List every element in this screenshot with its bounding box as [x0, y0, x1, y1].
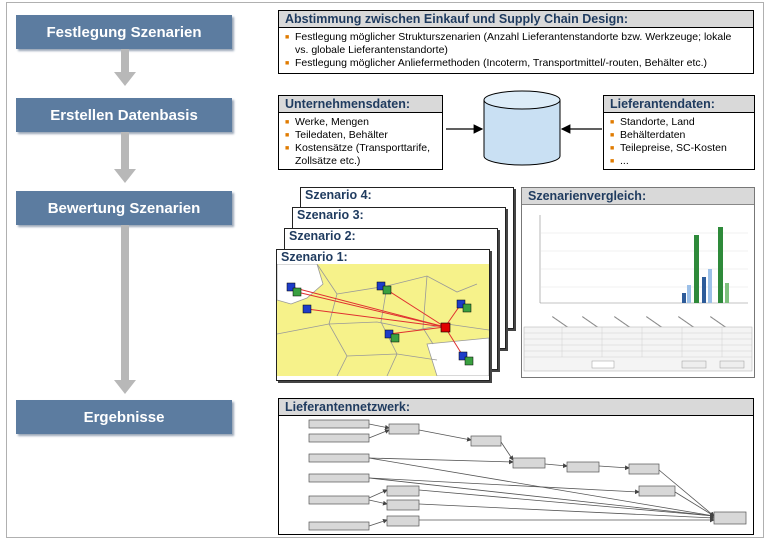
process-connector — [121, 49, 129, 73]
lieferantendaten-bullet: ... — [610, 155, 748, 168]
unternehmensdaten-box: Unternehmensdaten: Werke, Mengen Teileda… — [278, 95, 443, 170]
step-erstellen-datenbasis: Erstellen Datenbasis — [16, 98, 232, 132]
lieferantendaten-bullet: Behälterdaten — [610, 129, 748, 142]
step-bewertung-szenarien: Bewertung Szenarien — [16, 191, 232, 225]
process-arrow — [114, 72, 136, 86]
abstimmung-bullet: Festlegung möglicher Strukturszenarien (… — [285, 31, 747, 57]
unternehmensdaten-title: Unternehmensdaten: — [279, 96, 442, 113]
unternehmensdaten-bullet: Kostensätze (Transporttarife, Zollsätze … — [285, 142, 436, 168]
page-frame — [6, 2, 764, 538]
lieferantendaten-bullet: Teilepreise, SC-Kosten — [610, 142, 748, 155]
process-arrow — [114, 169, 136, 183]
process-connector — [121, 225, 129, 381]
scenario-map — [277, 264, 489, 376]
lieferantendaten-box: Lieferantendaten: Standorte, Land Behält… — [603, 95, 755, 170]
unternehmensdaten-bullet: Werke, Mengen — [285, 116, 436, 129]
szenarienvergleich-panel: Szenarienvergleich: ▬▬▬▬▬▬▬ ▬▬▬▬▬▬▬ ▬▬▬▬… — [521, 187, 755, 378]
szenarienvergleich-title: Szenarienvergleich: — [522, 188, 754, 205]
scenario-card-1: Szenario 1: — [276, 249, 490, 381]
database-icon — [483, 90, 561, 166]
scenario-title: Szenario 1: — [281, 250, 348, 264]
process-arrow — [114, 380, 136, 394]
unternehmensdaten-bullet: Teiledaten, Behälter — [285, 129, 436, 142]
database-diagram — [446, 90, 602, 166]
comparison-chart-thumbnail: ▬▬▬▬▬▬▬ ▬▬▬▬▬▬▬ ▬▬▬▬▬▬▬ ▬▬▬▬▬▬▬ ▬▬▬▬▬▬▬ … — [522, 205, 754, 375]
scenario-title: Szenario 2: — [289, 229, 356, 243]
process-connector — [121, 132, 129, 170]
abstimmung-box: Abstimmung zwischen Einkauf und Supply C… — [278, 10, 754, 74]
lieferantennetzwerk-title: Lieferantennetzwerk: — [279, 399, 753, 416]
abstimmung-title: Abstimmung zwischen Einkauf und Supply C… — [279, 11, 753, 28]
lieferantendaten-title: Lieferantendaten: — [604, 96, 754, 113]
step-ergebnisse: Ergebnisse — [16, 400, 232, 434]
step-festlegung-szenarien: Festlegung Szenarien — [16, 15, 232, 49]
scenario-title: Szenario 4: — [305, 188, 372, 202]
supplier-network-diagram — [308, 419, 747, 531]
lieferantennetzwerk-panel: Lieferantennetzwerk: — [278, 398, 754, 535]
lieferantendaten-bullet: Standorte, Land — [610, 116, 748, 129]
scenario-title: Szenario 3: — [297, 208, 364, 222]
abstimmung-bullet: Festlegung möglicher Anliefermethoden (I… — [285, 57, 747, 70]
